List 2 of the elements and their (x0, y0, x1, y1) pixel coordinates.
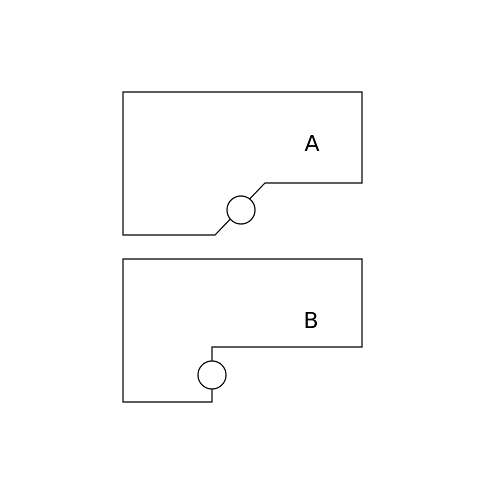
circle-shape (226, 195, 256, 225)
circle-shape (197, 360, 227, 390)
